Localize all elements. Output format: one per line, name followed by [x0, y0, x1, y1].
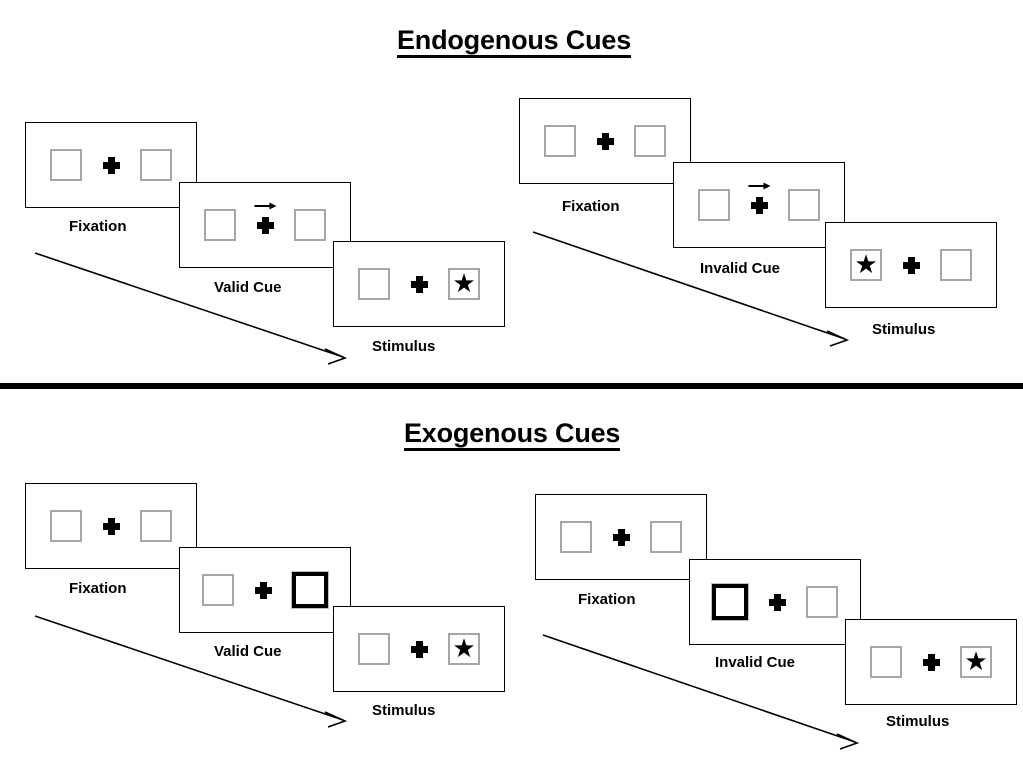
fixation-cross-icon — [410, 275, 428, 293]
placeholder-box-left — [358, 268, 390, 300]
display-frame-fixation — [519, 98, 691, 184]
section-divider — [0, 383, 1023, 389]
arrow-right-cue-icon — [748, 182, 771, 189]
target-box-right: ★ — [960, 646, 992, 678]
fixation-cross-icon — [102, 517, 120, 535]
section-title-endogenous: Endogenous Cues — [397, 26, 631, 59]
display-contents — [50, 510, 172, 542]
display-contents — [711, 583, 838, 621]
star-icon: ★ — [452, 268, 476, 298]
cued-box-left — [711, 583, 749, 621]
placeholder-box-left — [202, 574, 234, 606]
display-frame-valid-cue — [179, 547, 351, 633]
display-frame-fixation — [25, 122, 197, 208]
placeholder-box-right — [140, 510, 172, 542]
display-frame-fixation — [25, 483, 197, 569]
placeholder-box-left — [698, 189, 730, 221]
fixation-center — [590, 132, 620, 150]
fixation-cross-icon — [410, 640, 428, 658]
target-box-right: ★ — [448, 633, 480, 665]
display-contents: ★ — [358, 633, 480, 665]
fixation-cross-icon — [612, 528, 630, 546]
placeholder-box-right — [650, 521, 682, 553]
fixation-center — [404, 275, 434, 293]
section-title-exogenous: Exogenous Cues — [404, 419, 620, 452]
star-icon: ★ — [964, 646, 988, 676]
frame-label-valid-cue: Valid Cue — [214, 279, 282, 296]
display-frame-stimulus: ★ — [333, 606, 505, 692]
display-frame-fixation — [535, 494, 707, 580]
display-contents: ★ — [870, 646, 992, 678]
display-frame-valid-cue — [179, 182, 351, 268]
placeholder-box-left — [358, 633, 390, 665]
arrow-right-cue-icon — [254, 202, 277, 209]
fixation-cross-icon — [596, 132, 614, 150]
placeholder-box-right — [140, 149, 172, 181]
fixation-cross-icon — [256, 216, 274, 234]
fixation-cross-icon — [102, 156, 120, 174]
display-contents — [204, 202, 326, 241]
fixation-cross-icon — [768, 593, 786, 611]
target-box-left: ★ — [850, 249, 882, 281]
placeholder-box-left — [870, 646, 902, 678]
placeholder-box-left — [50, 149, 82, 181]
placeholder-box-right — [806, 586, 838, 618]
frame-label-stimulus: Stimulus — [372, 338, 436, 355]
frame-label-stimulus: Stimulus — [886, 713, 950, 730]
fixation-center — [744, 182, 774, 214]
frame-label-stimulus: Stimulus — [372, 702, 436, 719]
fixation-cross-icon — [750, 196, 768, 214]
fixation-center — [606, 528, 636, 546]
fixation-center — [916, 653, 946, 671]
placeholder-box-right — [634, 125, 666, 157]
fixation-cross-icon — [922, 653, 940, 671]
placeholder-box-left — [204, 209, 236, 241]
fixation-center — [96, 156, 126, 174]
frame-label-valid-cue: Valid Cue — [214, 643, 282, 660]
frame-label-invalid-cue: Invalid Cue — [700, 260, 781, 277]
fixation-center — [762, 593, 792, 611]
frame-label-fixation: Fixation — [562, 198, 620, 215]
placeholder-box-right — [940, 249, 972, 281]
display-frame-invalid-cue — [673, 162, 845, 248]
fixation-center — [248, 581, 278, 599]
display-contents: ★ — [850, 249, 972, 281]
frame-label-fixation: Fixation — [69, 218, 127, 235]
fixation-center — [896, 256, 926, 274]
display-contents — [50, 149, 172, 181]
placeholder-box-right — [788, 189, 820, 221]
star-icon: ★ — [854, 249, 878, 279]
display-contents: ★ — [358, 268, 480, 300]
display-frame-stimulus: ★ — [333, 241, 505, 327]
display-frame-invalid-cue — [689, 559, 861, 645]
target-box-right: ★ — [448, 268, 480, 300]
display-frame-stimulus: ★ — [825, 222, 997, 308]
fixation-center — [250, 202, 280, 234]
placeholder-box-left — [50, 510, 82, 542]
fixation-center — [404, 640, 434, 658]
frame-label-fixation: Fixation — [578, 591, 636, 608]
fixation-center — [96, 517, 126, 535]
frame-label-invalid-cue: Invalid Cue — [715, 654, 796, 671]
fixation-cross-icon — [902, 256, 920, 274]
display-contents — [544, 125, 666, 157]
placeholder-box-right — [294, 209, 326, 241]
placeholder-box-left — [544, 125, 576, 157]
fixation-cross-icon — [254, 581, 272, 599]
star-icon: ★ — [452, 633, 476, 663]
frame-label-stimulus: Stimulus — [872, 321, 936, 338]
placeholder-box-left — [560, 521, 592, 553]
display-contents — [560, 521, 682, 553]
frame-label-fixation: Fixation — [69, 580, 127, 597]
display-contents — [698, 182, 820, 221]
display-frame-stimulus: ★ — [845, 619, 1017, 705]
cued-box-right — [291, 571, 329, 609]
display-contents — [202, 571, 329, 609]
